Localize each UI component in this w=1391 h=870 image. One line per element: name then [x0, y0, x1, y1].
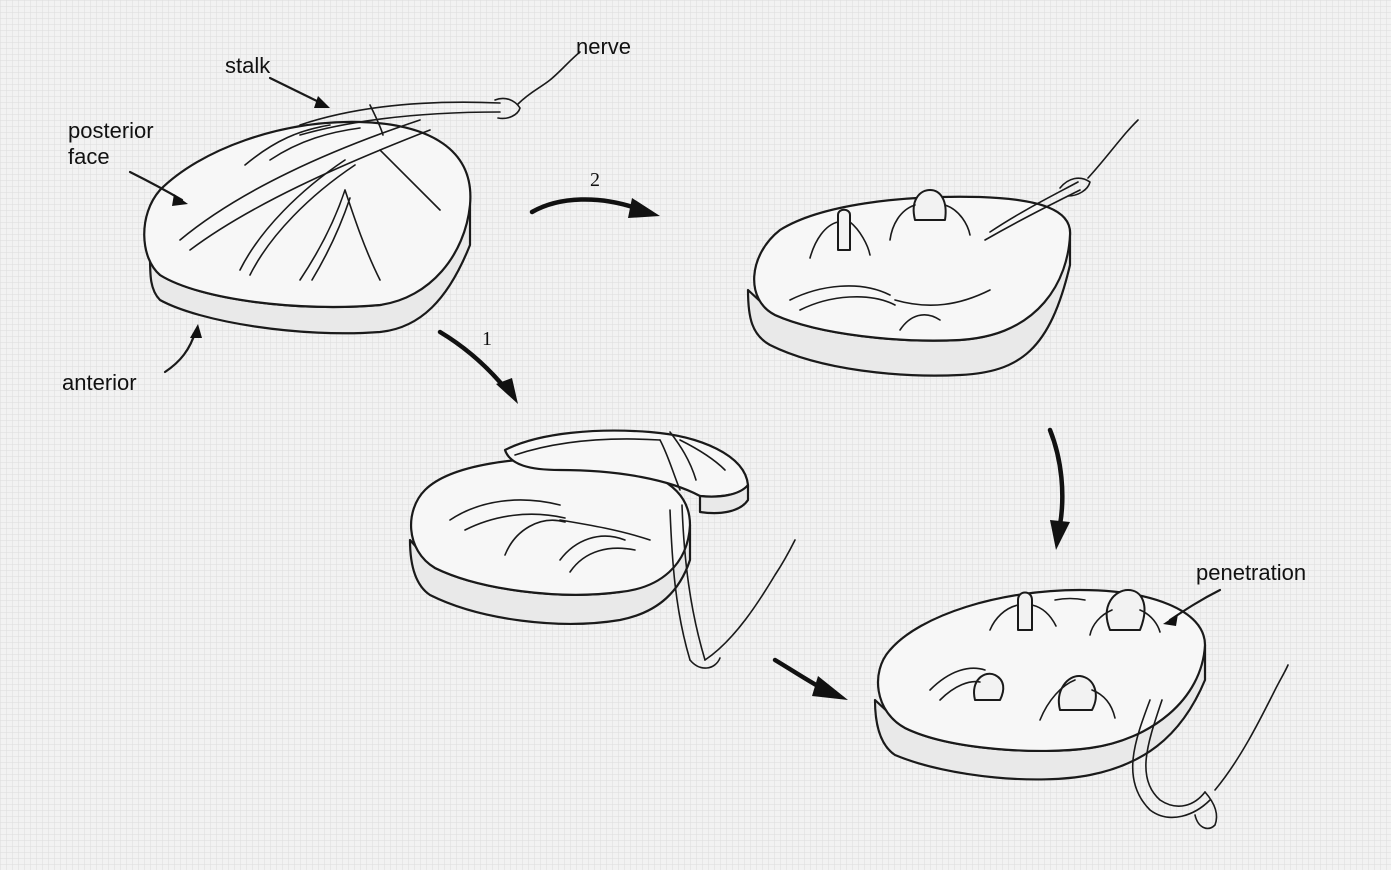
posterior-label-line2: face — [68, 144, 110, 169]
step2-label: 2 — [590, 169, 600, 191]
step1-label: 1 — [482, 328, 492, 350]
nerve-label: nerve — [576, 34, 631, 59]
anterior-label: anterior — [62, 370, 137, 395]
penetration-label: penetration — [1196, 560, 1306, 585]
stalk-label: stalk — [225, 53, 271, 78]
posterior-label-line1: posterior — [68, 118, 154, 143]
